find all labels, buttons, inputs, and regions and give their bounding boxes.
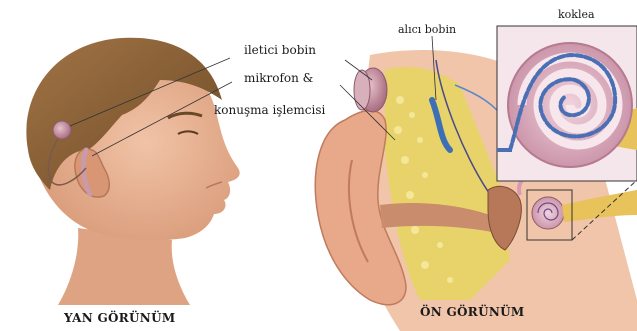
label-microphone-line1: mikrofon & [244, 72, 313, 84]
label-cochlea: koklea [558, 9, 595, 20]
label-receiver-coil: alıcı bobin [398, 24, 456, 35]
label-microphone-line2: konuşma işlemcisi [214, 104, 325, 116]
cochlea-inset [497, 26, 637, 181]
caption-side-view: YAN GÖRÜNÜM [64, 312, 175, 324]
transmitter-coil-side [53, 121, 71, 139]
side-view-head [26, 38, 239, 305]
cochlea-small [532, 197, 564, 229]
label-transmitter-coil: iletici bobin [244, 44, 316, 56]
transmitter-coil-front [354, 70, 370, 110]
caption-front-view: ÖN GÖRÜNÜM [420, 306, 524, 318]
